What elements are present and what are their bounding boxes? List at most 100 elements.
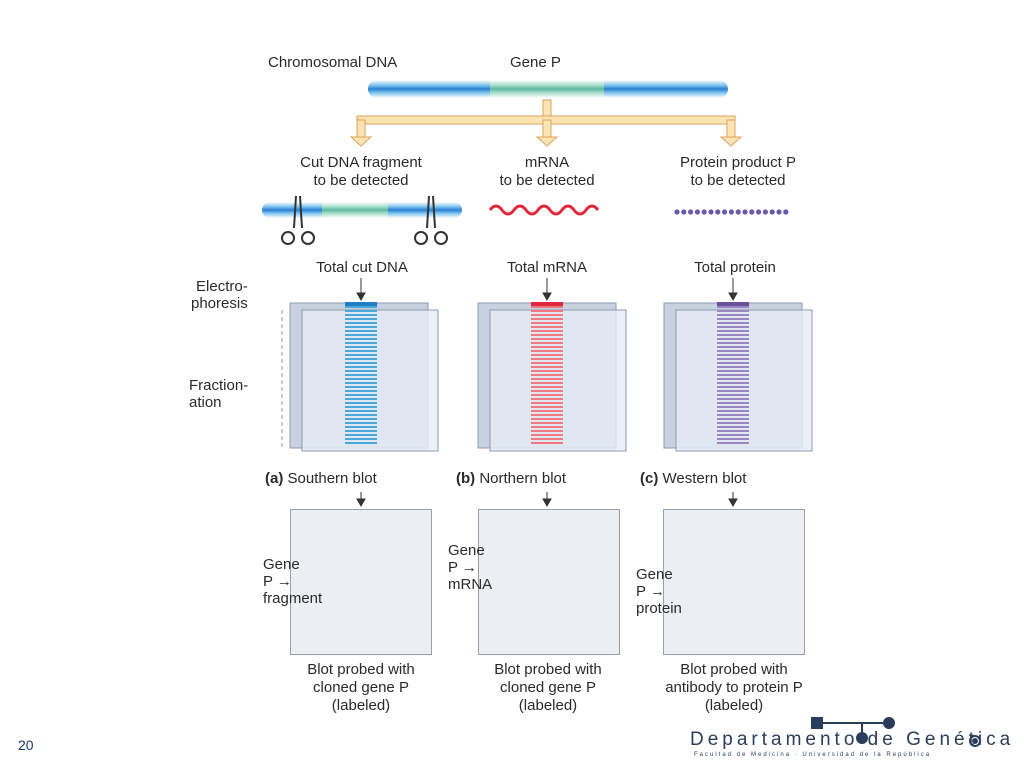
lane-stripe [345, 338, 377, 340]
lane-stripe [531, 370, 563, 372]
lane-stripe [717, 330, 749, 332]
southern-result-blot [290, 509, 432, 655]
lane-stripe [717, 386, 749, 388]
mrna-squiggle [488, 204, 600, 216]
lane-stripe [717, 346, 749, 348]
lane-stripe [531, 346, 563, 348]
chromosomal-dna-label: Chromosomal DNA [268, 54, 398, 71]
total-dna-label: Total cut DNA [316, 259, 408, 276]
lane-stripe [345, 414, 377, 416]
lane-stripe [717, 434, 749, 436]
lane-stripe [345, 334, 377, 336]
lane-stripe [531, 406, 563, 408]
protein-bead [776, 209, 782, 215]
northern-result-label: Gene P → mRNA [448, 542, 493, 593]
lane-stripe [531, 438, 563, 440]
protein-bead [715, 209, 721, 215]
western-blot-title: (c) Western blot [640, 470, 746, 488]
lane-stripe [717, 410, 749, 412]
lane-stripe [717, 414, 749, 416]
lane-stripe [345, 430, 377, 432]
gel-front-plate [675, 309, 813, 452]
protein-bead [783, 209, 789, 215]
faculty-name: Facultad de Medicina · Universidad de la… [694, 752, 932, 758]
western-result-blot [663, 509, 805, 655]
lane-stripe [717, 334, 749, 336]
lane-stripe [531, 390, 563, 392]
lane-stripe [345, 390, 377, 392]
lane-stripe [345, 342, 377, 344]
lane-stripe [717, 342, 749, 344]
lane-stripe [345, 374, 377, 376]
protein-bead [688, 209, 694, 215]
lane-stripe [717, 338, 749, 340]
gel-back-plate [477, 302, 617, 449]
lane-stripe [717, 418, 749, 420]
lane-stripe [717, 350, 749, 352]
scissors-icon-right [414, 195, 448, 245]
protein-bead [694, 209, 701, 215]
western-letter: (c) [640, 470, 659, 487]
lane-stripe [531, 318, 563, 320]
lane-stripe [345, 346, 377, 348]
protein-bead [708, 209, 714, 215]
lane-stripe [717, 314, 749, 316]
lane-stripe [717, 318, 749, 320]
lane-stripe [531, 342, 563, 344]
southern-caption: Blot probed with cloned gene P (labeled) [307, 661, 415, 714]
lane-stripe [717, 378, 749, 380]
northern-blot-title: (b) Northern blot [456, 470, 566, 488]
protein-bead [681, 209, 687, 215]
lane-stripe [531, 442, 563, 444]
lane-stripe [345, 318, 377, 320]
lane-stripe [531, 394, 563, 396]
lane-stripe [531, 402, 563, 404]
lane-stripe [531, 306, 563, 308]
lane-stripe [717, 426, 749, 428]
lane-stripe [531, 378, 563, 380]
lane-stripe [717, 406, 749, 408]
lane-stripe [345, 438, 377, 440]
lane-stripe [345, 378, 377, 380]
lane-stripe [717, 398, 749, 400]
lane-stripe [531, 374, 563, 376]
lane-stripe [345, 326, 377, 328]
western-name: Western blot [662, 470, 747, 487]
protein-bead [728, 209, 735, 215]
lane-stripe [345, 418, 377, 420]
lane-stripe [345, 306, 377, 308]
lane-stripe [345, 370, 377, 372]
lane-stripe [531, 434, 563, 436]
lane-stripe [531, 366, 563, 368]
lane-stripe [345, 442, 377, 444]
lane-stripe [717, 422, 749, 424]
mrna-target-label: mRNA to be detected [499, 154, 595, 189]
lane-stripe [531, 330, 563, 332]
lane-stripe [531, 414, 563, 416]
lane-stripe [345, 382, 377, 384]
lane-stripe [345, 310, 377, 312]
lane-stripe [531, 358, 563, 360]
northern-caption: Blot probed with cloned gene P (labeled) [494, 661, 602, 714]
southern-letter: (a) [265, 470, 284, 487]
lane-stripe [531, 418, 563, 420]
southern-blot-title: (a) Southern blot [265, 470, 377, 488]
lane-stripe [717, 430, 749, 432]
lane-stripe [345, 354, 377, 356]
lane-stripe [531, 422, 563, 424]
total-mrna-label: Total mRNA [506, 259, 588, 276]
lane-stripe [345, 366, 377, 368]
cut-dna-fragment [262, 202, 462, 218]
lane-stripe [531, 338, 563, 340]
southern-result-label: Gene P → fragment [263, 556, 323, 607]
lane-stripe [717, 374, 749, 376]
lane-stripe [717, 442, 749, 444]
lane-stripe [717, 326, 749, 328]
protein-bead [722, 209, 728, 215]
department-name: Departamento de Genética [690, 729, 1015, 750]
protein-bead [749, 209, 755, 215]
lane-stripe [345, 394, 377, 396]
lane-stripe [531, 386, 563, 388]
lane-stripe [345, 398, 377, 400]
southern-gel [289, 302, 439, 452]
